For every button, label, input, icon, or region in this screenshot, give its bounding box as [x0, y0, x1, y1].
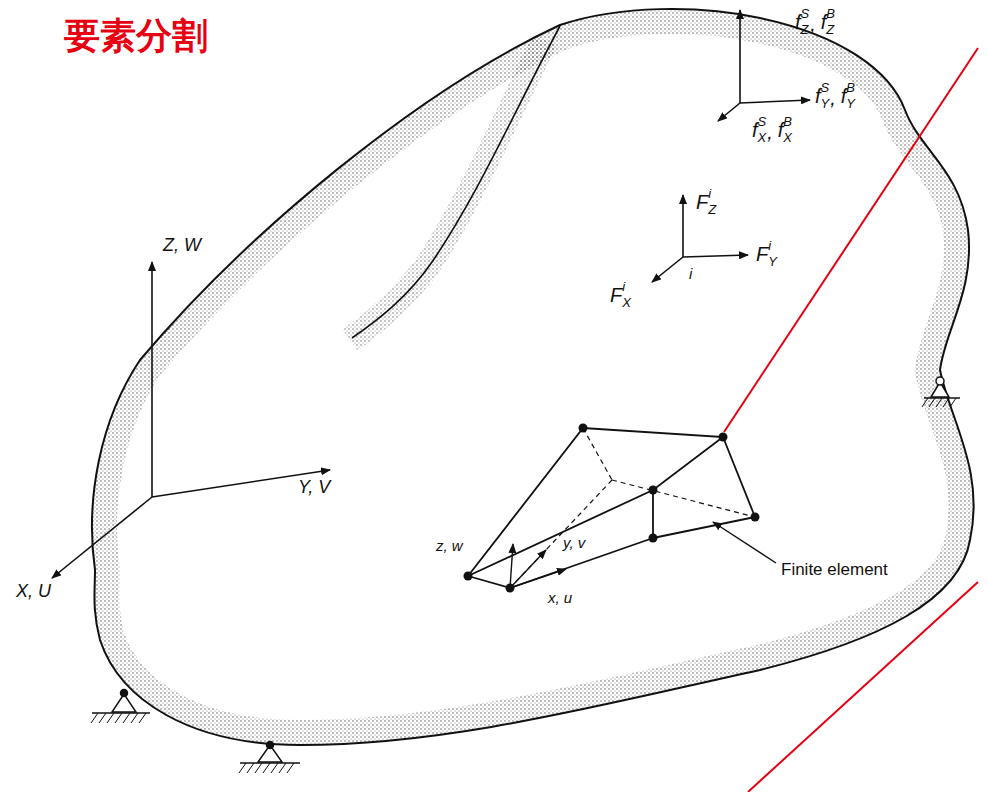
force-symbol: f — [795, 12, 801, 32]
title: 要素分割 — [64, 18, 208, 54]
subscript: Y — [846, 97, 855, 110]
body-outline — [92, 9, 974, 745]
axis-label: y, v — [563, 535, 585, 550]
global-axes — [52, 262, 330, 578]
superscript: i — [622, 280, 625, 293]
axis-label: z, w — [436, 538, 463, 553]
subscript: Z — [708, 203, 716, 216]
pin-support — [239, 742, 300, 774]
force-symbol: F — [610, 285, 622, 305]
superscript: B — [846, 81, 855, 94]
leader-arrow — [713, 522, 776, 563]
separator: , — [810, 14, 816, 34]
subscript: Z — [801, 23, 809, 36]
body-fill — [92, 9, 974, 745]
local-axes — [510, 544, 566, 588]
subscript: X — [758, 131, 767, 144]
axis-label: Y, V — [298, 478, 330, 496]
zoom-line — [724, 48, 978, 432]
force-symbol: f — [841, 86, 847, 106]
subscript: Z — [826, 23, 834, 36]
axis-label: x, u — [548, 590, 572, 605]
subscript: Y — [768, 255, 777, 268]
superscript: B — [783, 115, 792, 128]
force-symbol: f — [815, 86, 821, 106]
superscript: S — [758, 115, 767, 128]
surface-force-axes — [718, 10, 810, 121]
stipple-shading — [92, 9, 974, 745]
axis-label: Z, W — [163, 236, 201, 254]
superscript: i — [708, 187, 711, 200]
pin-support — [922, 377, 960, 407]
callout-label: Finite element — [781, 561, 888, 578]
axis-label: X, U — [16, 582, 51, 600]
body-crease — [352, 26, 560, 338]
subscript: X — [783, 131, 792, 144]
element-nodes — [464, 424, 760, 593]
superscript: S — [821, 81, 830, 94]
force-symbol: F — [756, 244, 768, 264]
hexahedral-element — [468, 428, 755, 588]
separator: , — [767, 122, 773, 142]
force-symbol: f — [752, 120, 758, 140]
subscript: Y — [821, 97, 830, 110]
zoom-line — [748, 582, 978, 792]
superscript: i — [768, 239, 771, 252]
separator: , — [830, 88, 836, 108]
point-label: i — [689, 266, 692, 281]
superscript: B — [826, 7, 835, 20]
force-symbol: F — [696, 192, 708, 212]
force-symbol: f — [821, 12, 827, 32]
subscript: X — [622, 296, 631, 309]
pin-support — [91, 690, 150, 724]
force-symbol: f — [778, 120, 784, 140]
superscript: S — [801, 7, 810, 20]
